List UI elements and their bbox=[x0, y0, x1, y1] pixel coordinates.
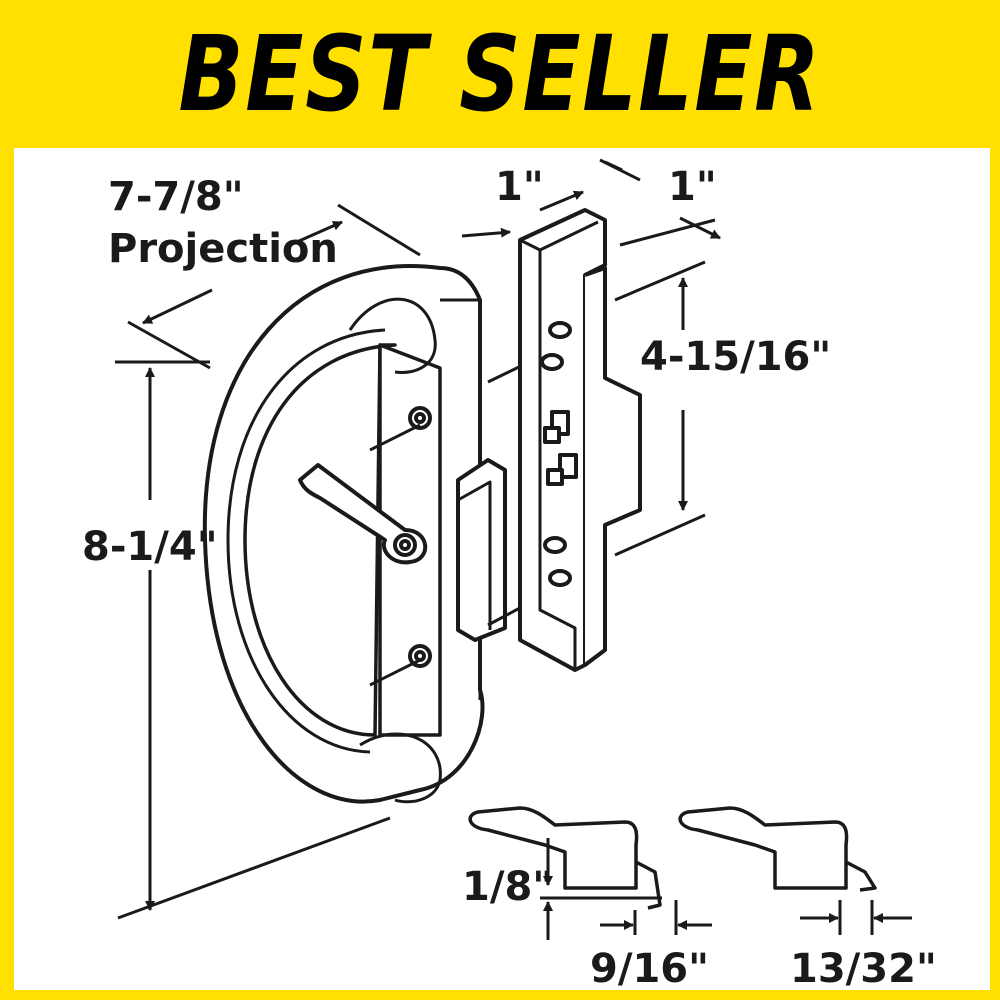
strike-height-label: 4-15/16" bbox=[640, 334, 831, 380]
strike-plate-icon bbox=[518, 208, 642, 672]
projection-value-label: 7-7/8" bbox=[108, 174, 244, 220]
latch-offset-label-b: 13/32" bbox=[790, 946, 937, 992]
height-label: 8-1/4" bbox=[82, 524, 218, 570]
best-seller-banner: BEST SELLER bbox=[0, 0, 1000, 148]
strike-depth-label-b: 1" bbox=[668, 164, 717, 210]
latch-offset-label-a: 9/16" bbox=[590, 946, 709, 992]
projection-label: Projection bbox=[108, 226, 338, 272]
door-handle-icon bbox=[202, 264, 507, 804]
banner-title: BEST SELLER bbox=[178, 13, 822, 135]
latch-thickness-label: 1/8" bbox=[462, 864, 553, 910]
latch-hook-icon bbox=[468, 806, 877, 910]
dimension-lines bbox=[115, 158, 721, 920]
latch-dimension-lines bbox=[540, 838, 912, 940]
strike-depth-label-a: 1" bbox=[495, 164, 544, 210]
